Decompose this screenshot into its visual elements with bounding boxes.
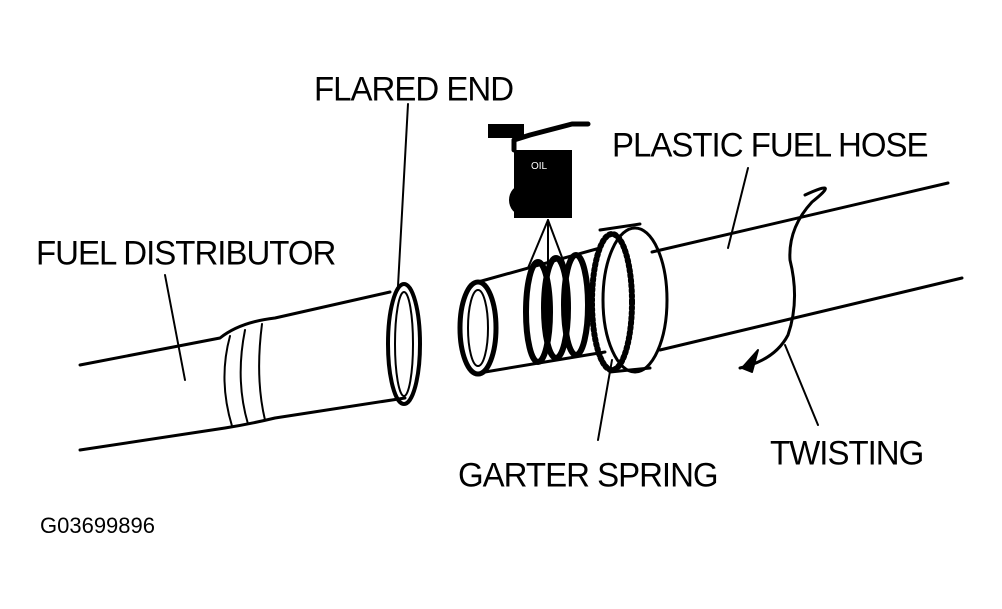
- oil-can-icon: [488, 121, 591, 269]
- leader-lines: [164, 103, 819, 441]
- leader-garter-spring: [597, 359, 613, 441]
- flared-end: [386, 282, 422, 406]
- leader-flared-end: [397, 103, 409, 287]
- leader-plastic-fuel-hose: [727, 167, 749, 249]
- label-garter-spring: GARTER SPRING: [458, 455, 719, 494]
- garter-spring-coil: [589, 231, 635, 373]
- o-rings: [523, 252, 591, 365]
- label-fuel-distributor: FUEL DISTRIBUTOR: [36, 233, 336, 272]
- label-twisting: TWISTING: [770, 433, 924, 472]
- label-plastic-fuel-hose: PLASTIC FUEL HOSE: [612, 125, 929, 164]
- figure-id: G03699896: [40, 513, 155, 538]
- leader-fuel-distributor: [164, 274, 186, 381]
- fuel-distributor-tube: [78, 290, 407, 452]
- label-flared-end: FLARED END: [314, 69, 514, 108]
- oil-can-label: OIL: [531, 161, 548, 172]
- leader-twisting: [784, 344, 819, 426]
- twisting-arrow: [738, 186, 827, 373]
